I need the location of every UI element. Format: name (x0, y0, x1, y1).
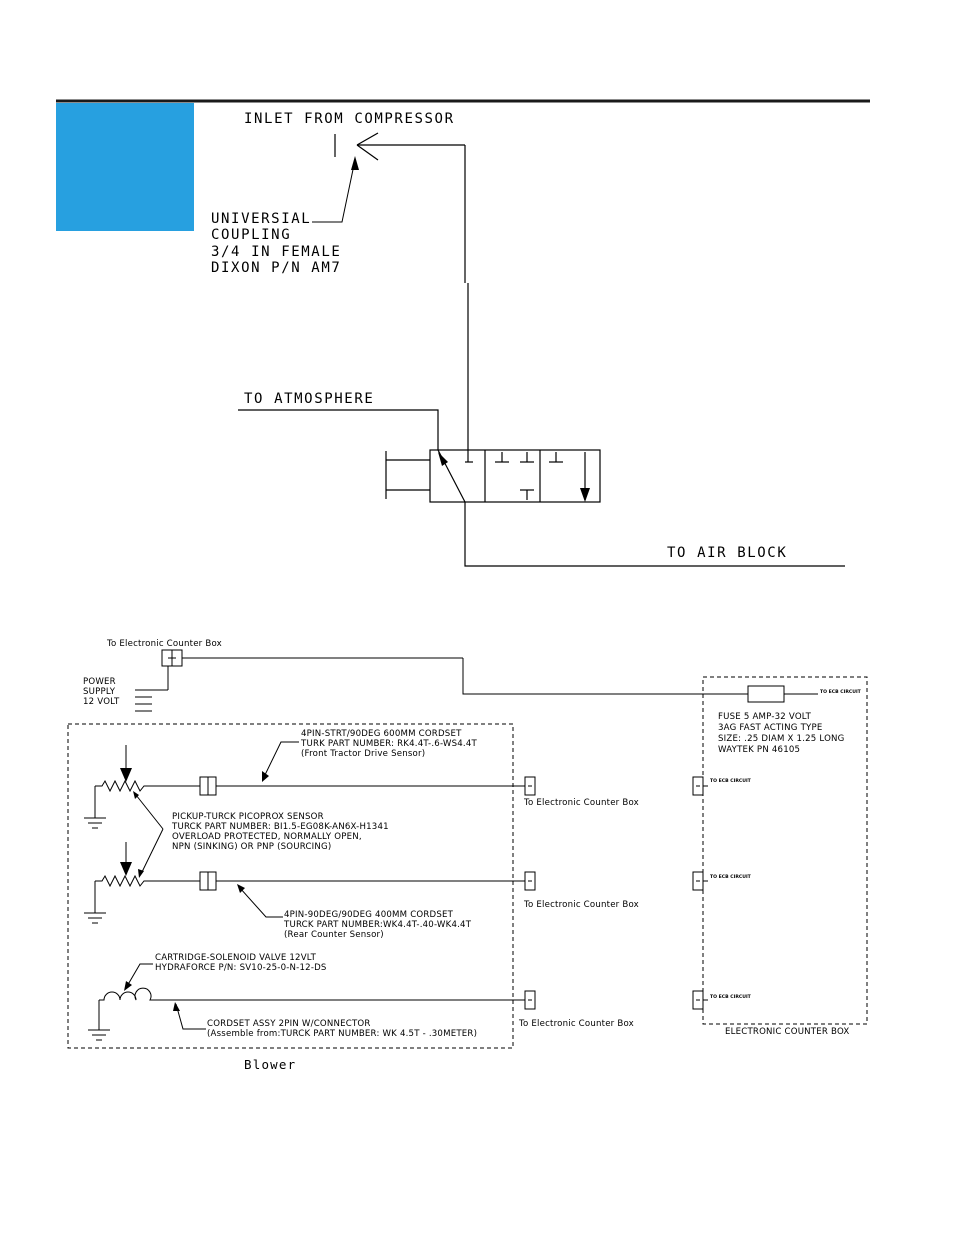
svg-text:OVERLOAD PROTECTED, NORMALLY O: OVERLOAD PROTECTED, NORMALLY OPEN, (172, 832, 362, 842)
svg-text:TO ECB CIRCUIT: TO ECB CIRCUIT (710, 778, 752, 784)
svg-text:HYDRAFORCE P/N: SV10-25-0-N-12: HYDRAFORCE P/N: SV10-25-0-N-12-DS (155, 963, 327, 973)
svg-text:12 VOLT: 12 VOLT (83, 697, 120, 707)
svg-text:To Electronic Counter Box: To Electronic Counter Box (523, 900, 639, 910)
power-supply: POWER SUPPLY 12 VOLT (83, 677, 168, 712)
svg-text:TO ECB CIRCUIT: TO ECB CIRCUIT (710, 994, 752, 1000)
svg-text:SIZE: .25 DIAM X 1.25 LONG: SIZE: .25 DIAM X 1.25 LONG (718, 734, 845, 744)
electrical-diagram: To Electronic Counter Box POWER SUPPLY 1… (67, 639, 868, 1072)
fuse-symbol (747, 685, 785, 703)
atmosphere-label: TO ATMOSPHERE (244, 391, 374, 407)
svg-text:TURK PART NUMBER: RK4.4T-.6-WS: TURK PART NUMBER: RK4.4T-.6-WS4.4T (300, 739, 478, 749)
section-tab (56, 103, 194, 231)
svg-text:NPN (SINKING) OR PNP (SOURCING: NPN (SINKING) OR PNP (SOURCING) (172, 842, 331, 852)
solenoid-coil-symbol (99, 987, 525, 1001)
blower-boundary (67, 723, 514, 1049)
svg-text:4PIN-STRT/90DEG 600MM CORDSET: 4PIN-STRT/90DEG 600MM CORDSET (301, 729, 462, 739)
svg-text:PICKUP-TURCK PICOPROX SENSOR: PICKUP-TURCK PICOPROX SENSOR (172, 812, 324, 822)
svg-text:TO ECB CIRCUIT: TO ECB CIRCUIT (710, 874, 752, 880)
leader-arrowhead (351, 156, 359, 170)
svg-text:UNIVERSIAL: UNIVERSIAL (211, 211, 311, 227)
svg-text:3/4 IN FEMALE: 3/4 IN FEMALE (211, 244, 341, 260)
svg-text:CARTRIDGE-SOLENOID VALVE 12VLT: CARTRIDGE-SOLENOID VALVE 12VLT (155, 953, 317, 963)
sensor-row-front: To Electronic Counter Box TO ECB CIRCUIT… (84, 729, 752, 829)
svg-text:3AG FAST ACTING TYPE: 3AG FAST ACTING TYPE (718, 723, 823, 733)
svg-text:WAYTEK PN 46105: WAYTEK PN 46105 (718, 745, 800, 755)
svg-text:COUPLING: COUPLING (211, 227, 291, 243)
svg-text:TURCK PART NUMBER:WK4.4T-.40-W: TURCK PART NUMBER:WK4.4T-.40-WK4.4T (283, 920, 472, 930)
svg-text:CORDSET ASSY 2PIN W/CONNECTOR: CORDSET ASSY 2PIN W/CONNECTOR (207, 1019, 371, 1029)
sensor-row-rear: To Electronic Counter Box TO ECB CIRCUIT… (84, 842, 752, 940)
fuse-spec: FUSE 5 AMP-32 VOLT 3AG FAST ACTING TYPE … (718, 712, 845, 755)
coupling-callout: UNIVERSIAL COUPLING 3/4 IN FEMALE DIXON … (211, 211, 341, 276)
solenoid-valve-symbol (385, 449, 601, 503)
svg-text:To Electronic Counter Box: To Electronic Counter Box (518, 1019, 634, 1029)
svg-text:FUSE 5 AMP-32 VOLT: FUSE 5 AMP-32 VOLT (718, 712, 812, 722)
inlet-label: INLET FROM COMPRESSOR (244, 111, 455, 127)
blower-label: Blower (244, 1057, 296, 1072)
svg-text:DIXON P/N AM7: DIXON P/N AM7 (211, 260, 341, 276)
svg-text:TO ECB CIRCUIT: TO ECB CIRCUIT (820, 689, 862, 695)
svg-text:SUPPLY: SUPPLY (83, 687, 116, 697)
counter-box-boundary (702, 676, 868, 1025)
air-block-label: TO AIR BLOCK (667, 545, 787, 561)
power-connector-label: To Electronic Counter Box (106, 639, 222, 649)
svg-text:(Front Tractor Drive Sensor): (Front Tractor Drive Sensor) (301, 749, 425, 759)
pneumatic-diagram: INLET FROM COMPRESSOR UNIVERSIAL COUPLIN… (211, 111, 845, 567)
sensor-note: PICKUP-TURCK PICOPROX SENSOR TURCK PART … (133, 791, 389, 878)
solenoid-row: To Electronic Counter Box TO ECB CIRCUIT… (88, 953, 752, 1041)
svg-text:(Rear Counter Sensor): (Rear Counter Sensor) (284, 930, 384, 940)
counter-box-label: ELECTRONIC COUNTER BOX (725, 1027, 849, 1037)
svg-text:4PIN-90DEG/90DEG 400MM CORDSET: 4PIN-90DEG/90DEG 400MM CORDSET (284, 910, 454, 920)
svg-text:TURCK PART NUMBER: BI1.5-EG08K: TURCK PART NUMBER: BI1.5-EG08K-AN6X-H134… (171, 822, 389, 832)
svg-text:POWER: POWER (83, 677, 116, 687)
svg-text:To Electronic Counter Box: To Electronic Counter Box (523, 798, 639, 808)
svg-text:(Assemble from:TURCK PART NUMB: (Assemble from:TURCK PART NUMBER: WK 4.5… (207, 1029, 477, 1039)
